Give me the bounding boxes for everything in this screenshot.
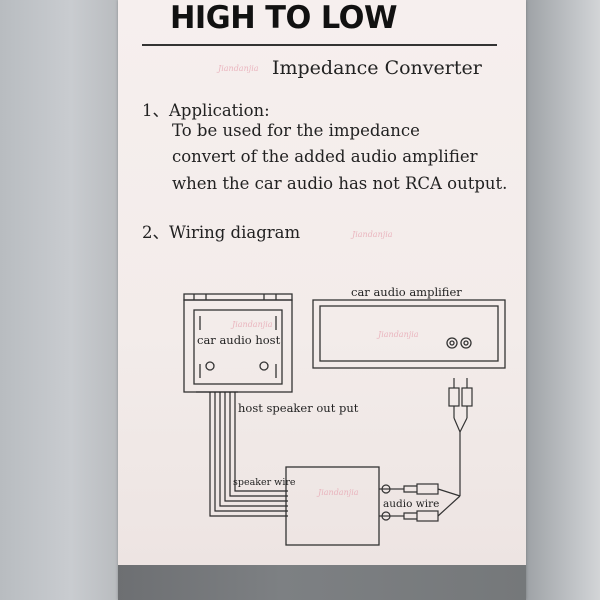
watermark: Jiandanjia <box>218 64 259 73</box>
host-label: car audio host <box>197 333 281 347</box>
page-title: HIGH TO LOW <box>170 0 398 36</box>
amplifier-label: car audio amplifier <box>351 285 462 299</box>
application-line-1: To be used for the impedance <box>172 121 420 140</box>
application-line-3: when the car audio has not RCA output. <box>172 174 508 193</box>
background-left <box>0 0 118 600</box>
application-line-2: convert of the added audio amplifier <box>172 147 478 166</box>
speaker-wire-label: speaker wire <box>233 477 296 488</box>
audio-wire-label: audio wire <box>383 498 440 510</box>
car-audio-host <box>183 293 293 393</box>
page-subtitle: Impedance Converter <box>272 57 482 79</box>
background-right <box>520 0 600 600</box>
title-divider <box>142 44 497 46</box>
speaker-wires <box>209 392 288 517</box>
audio-wire <box>379 378 473 522</box>
watermark: Jiandanjia <box>352 230 393 239</box>
impedance-converter-box <box>285 466 380 546</box>
section-1-heading: 1、Application: <box>142 101 270 120</box>
watermark: Jiandanjia <box>232 320 273 329</box>
watermark: Jiandanjia <box>318 488 359 497</box>
speaker-out-label: host speaker out put <box>238 401 359 415</box>
section-2-heading: 2、Wiring diagram <box>142 223 301 242</box>
bottom-band <box>118 565 526 600</box>
watermark: Jiandanjia <box>378 330 419 339</box>
car-audio-amplifier <box>312 299 506 369</box>
